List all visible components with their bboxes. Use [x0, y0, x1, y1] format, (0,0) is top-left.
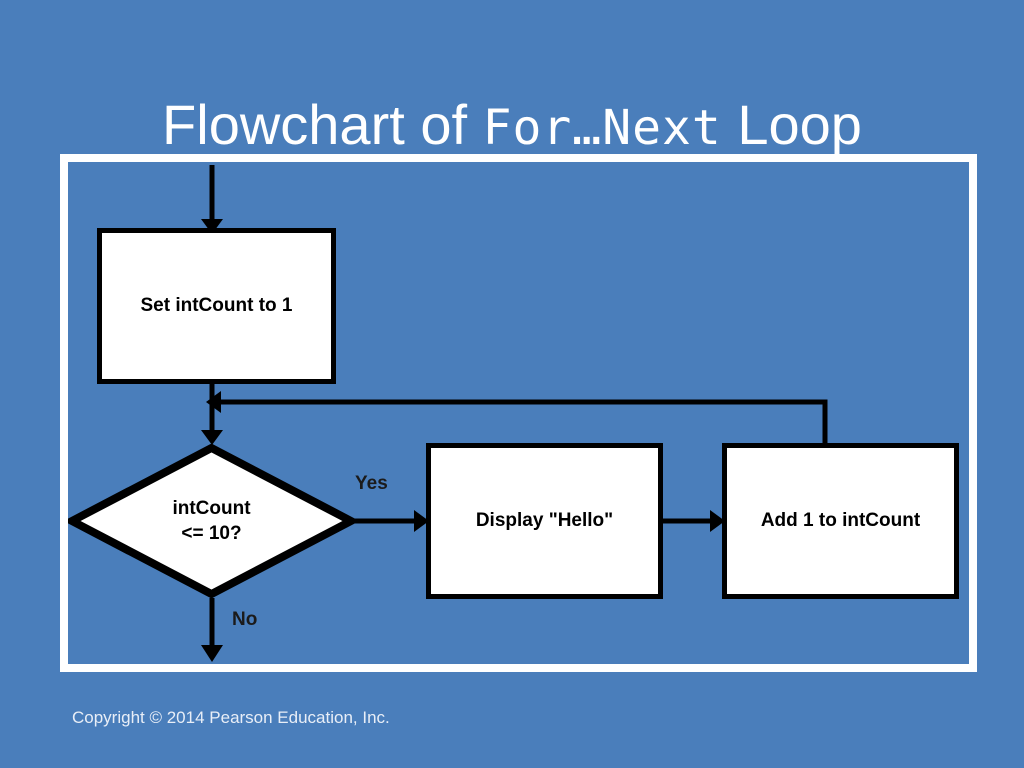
decision-line-2: <= 10?: [181, 523, 242, 544]
edge-label-no: No: [232, 609, 258, 630]
flow-node-add-one[interactable]: Add 1 to intCount: [722, 443, 959, 599]
decision-line-1: intCount: [172, 498, 251, 519]
flow-node-label: Set intCount to 1: [140, 295, 293, 316]
edge-label-yes: Yes: [355, 473, 388, 494]
copyright-footer: Copyright © 2014 Pearson Education, Inc.: [72, 708, 390, 727]
diamond-shape: [68, 444, 355, 598]
title-suffix: Loop: [721, 92, 862, 156]
flow-node-display-hello[interactable]: Display "Hello": [426, 443, 663, 599]
flow-node-decision-intcount[interactable]: intCount <= 10?: [68, 444, 355, 598]
flow-node-label: Display "Hello": [475, 510, 614, 531]
flow-node-label: Add 1 to intCount: [760, 510, 921, 531]
flow-node-decision-text: intCount <= 10?: [68, 444, 355, 598]
content-frame: [60, 154, 977, 672]
page-title: Flowchart of For…Next Loop: [0, 92, 1024, 161]
flow-node-set-intcount[interactable]: Set intCount to 1: [97, 228, 336, 384]
title-prefix: Flowchart of: [162, 92, 483, 156]
title-keyword: For…Next: [482, 99, 722, 156]
